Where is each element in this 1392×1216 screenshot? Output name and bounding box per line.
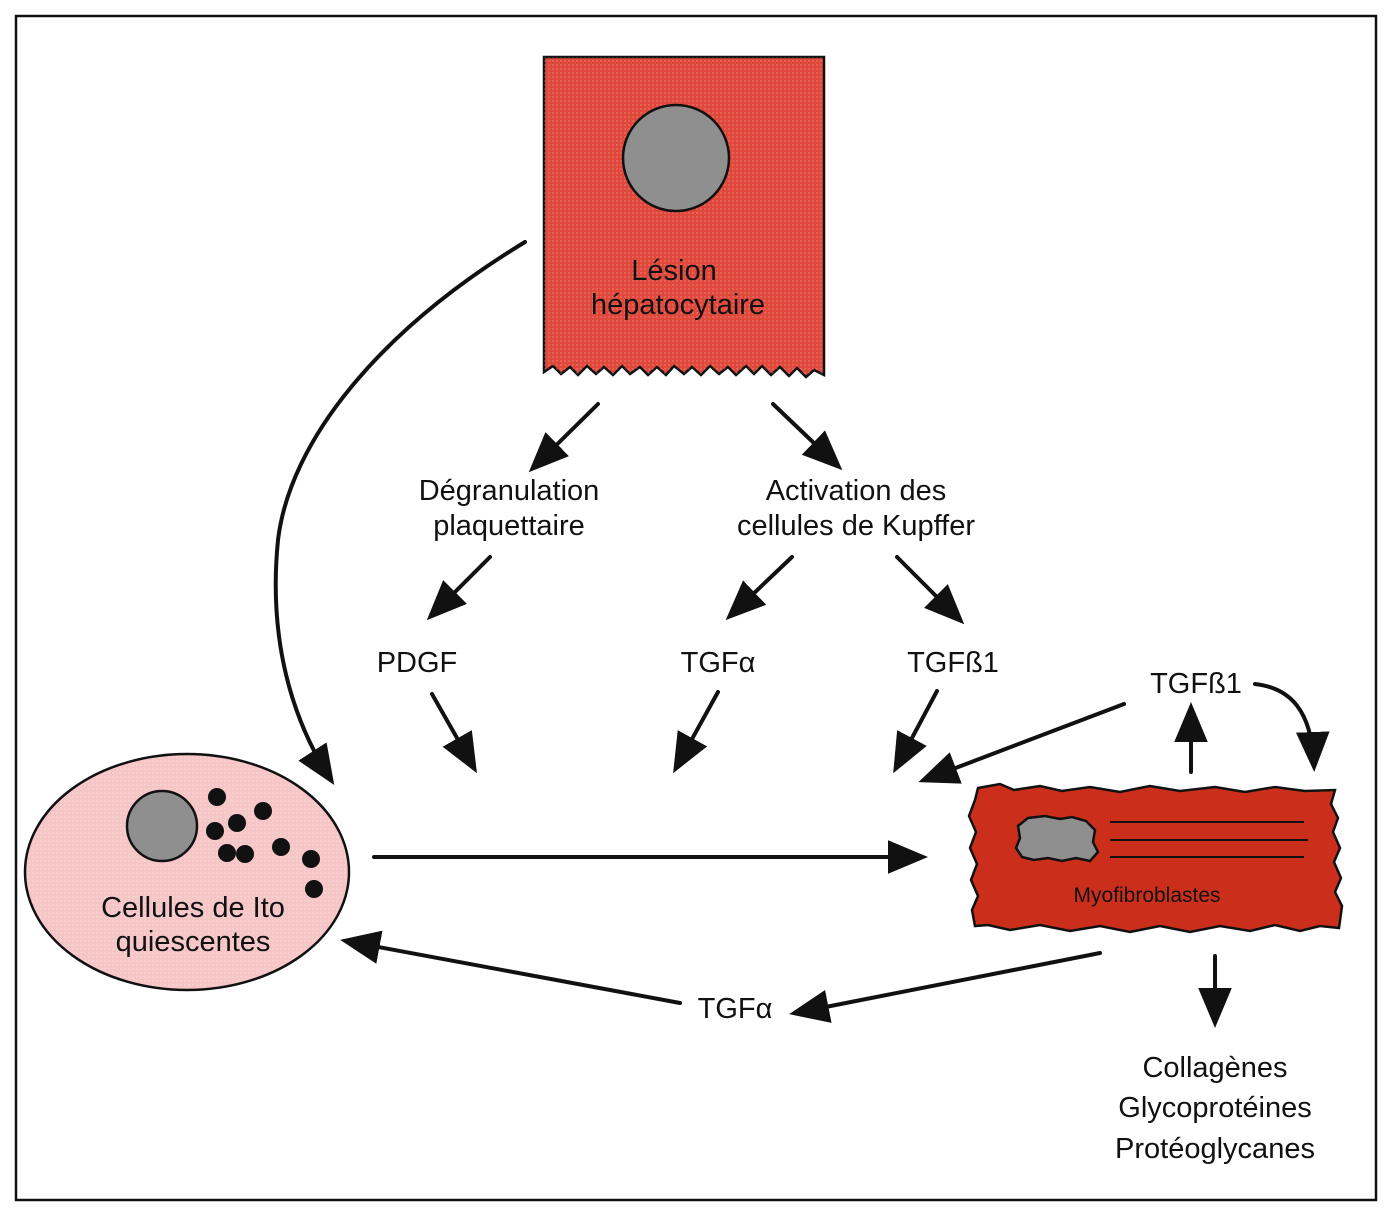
ito-cells-label-line2: quiescentes [116, 926, 271, 958]
tgf-alpha-feedback-label: TGFα [698, 993, 773, 1025]
arrow-autocrine-tgf-beta1-to-activation [918, 702, 1126, 784]
arrow-pdgf-down [430, 692, 477, 774]
lipid-droplet [206, 822, 224, 840]
lipid-droplet [272, 838, 290, 856]
tgf-beta1-autocrine-label: TGFß1 [1150, 668, 1242, 700]
lipid-droplet [254, 802, 272, 820]
arrow-tgf-beta1-autocrine-loop [1253, 682, 1330, 772]
matrix-products-line3: Protéoglycanes [1115, 1133, 1315, 1165]
lipid-droplet [218, 844, 236, 862]
kupffer-activation-line1: Activation des [766, 475, 947, 507]
lipid-droplet [305, 880, 323, 898]
arrow-myofibroblast-to-tgf-alpha [789, 951, 1102, 1023]
myofibroblast-nucleus [1014, 814, 1100, 863]
platelet-degranulation-line1: Dégranulation [419, 475, 600, 507]
kupffer-activation-line2: cellules de Kupffer [737, 510, 975, 542]
lipid-droplets [206, 788, 323, 898]
arrow-tgf-alpha-to-ito [340, 930, 682, 1005]
arrow-kupffer-to-tgf-beta1 [895, 555, 965, 625]
lipid-droplet [236, 845, 254, 863]
hepatocyte-label-line1: Lésion [631, 255, 716, 287]
myofibroblasts-label: Myofibroblastes [1073, 884, 1220, 907]
platelet-degranulation-line2: plaquettaire [433, 510, 585, 542]
lipid-droplet [302, 850, 320, 868]
pdgf-label: PDGF [377, 647, 458, 679]
ito-cell-nucleus [125, 789, 199, 863]
arrow-hepatocyte-to-ito [273, 240, 527, 786]
matrix-products-line2: Glycoprotéines [1118, 1092, 1311, 1124]
arrow-tgf-alpha-down [673, 690, 720, 774]
lipid-droplet [228, 814, 246, 832]
hepatocyte-label-line2: hépatocytaire [591, 289, 765, 321]
hepatocyte-cell: Lésion hépatocytaire [542, 55, 826, 379]
tgf-alpha-kupffer-label: TGFα [681, 647, 756, 679]
arrow-hepatocyte-to-kupffer [771, 402, 843, 471]
arrow-hepatocyte-to-degranulation [528, 402, 600, 473]
hepatocyte-nucleus [621, 103, 731, 213]
matrix-products-line1: Collagènes [1142, 1052, 1287, 1084]
figure-frame [14, 14, 1378, 1202]
arrow-kupffer-to-tgf-alpha [725, 555, 794, 621]
tgf-beta1-kupffer-label: TGFß1 [907, 647, 999, 679]
ito-cells-label-line1: Cellules de Ito [101, 892, 285, 924]
arrow-degranulation-to-pdgf [426, 555, 492, 621]
myofibroblast-cell: Myofibroblastes [967, 782, 1344, 934]
lipid-droplet [208, 788, 226, 806]
arrows [273, 240, 1330, 1028]
arrow-tgf-beta1-down [893, 689, 939, 774]
hepatocyte-texture [544, 57, 824, 377]
ito-cell: Cellules de Ito quiescentes [23, 752, 351, 992]
